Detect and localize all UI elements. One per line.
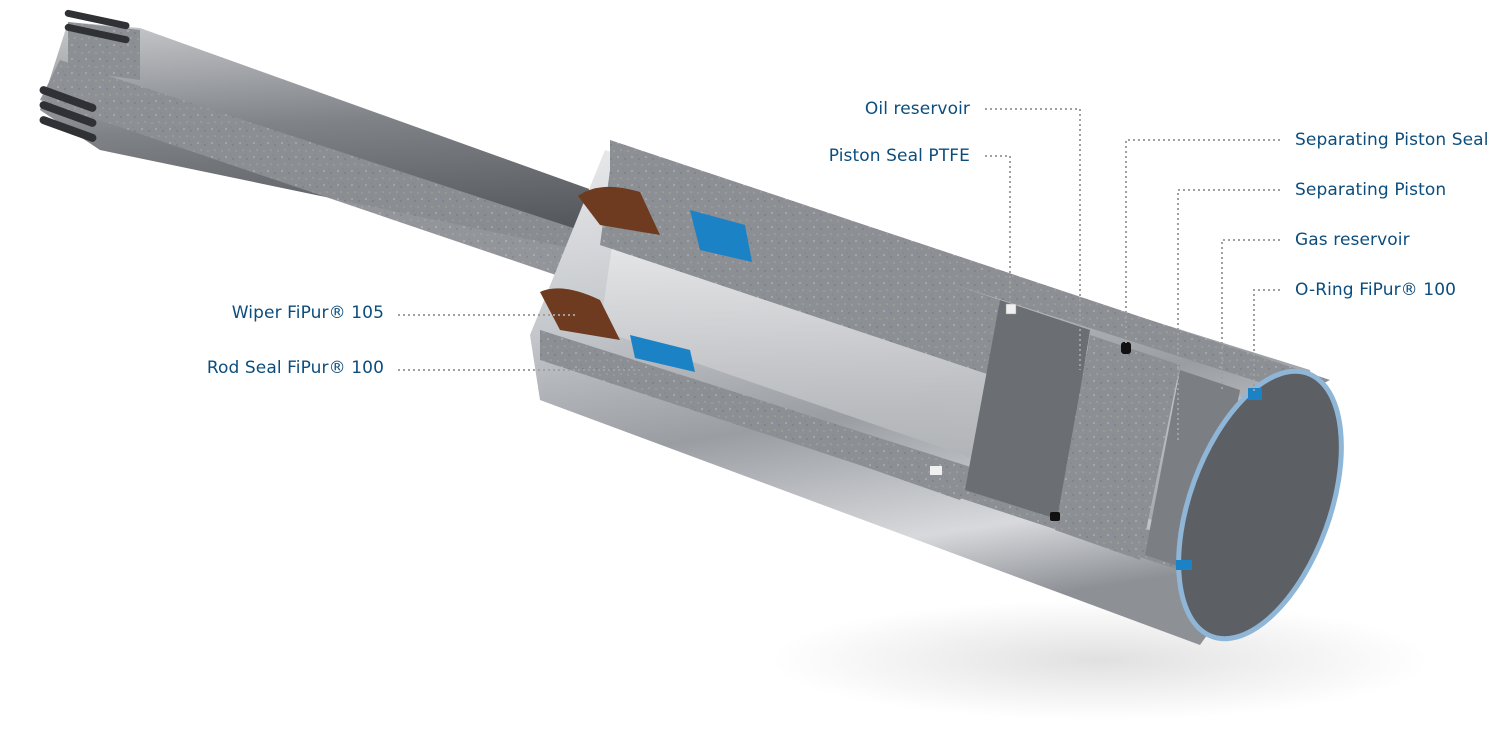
rod-seal-upper <box>690 210 752 262</box>
label-oil-reservoir: Oil reservoir <box>864 99 970 119</box>
separating-piston-seal-mark-lower <box>1050 512 1060 521</box>
leader-oil-reservoir <box>985 108 1081 370</box>
wiper-seal-upper <box>578 186 660 235</box>
piston-seal-ptfe-mark <box>1005 303 1017 315</box>
label-wiper: Wiper FiPur® 105 <box>231 303 384 323</box>
piston-seal-ptfe-mark-lower <box>930 466 942 475</box>
label-separating-piston-seal: Separating Piston Seal <box>1295 130 1489 150</box>
rod-thread <box>39 9 130 142</box>
leader-separating-piston-seal <box>1125 139 1280 344</box>
leader-separating-piston <box>1177 189 1280 440</box>
label-gas-reservoir: Gas reservoir <box>1295 230 1410 250</box>
label-piston-seal-ptfe: Piston Seal PTFE <box>828 146 970 166</box>
leader-lines <box>398 108 1280 440</box>
floor-shadow <box>770 600 1430 720</box>
o-ring-mark-lower <box>1176 560 1192 570</box>
cylinder-tube <box>530 140 1344 645</box>
wiper-seal-lower <box>540 288 620 340</box>
separating-piston-seal-mark <box>1121 342 1131 354</box>
o-ring-mark <box>1248 388 1262 400</box>
label-o-ring: O-Ring FiPur® 100 <box>1295 280 1457 300</box>
rod-seal-lower <box>630 335 695 372</box>
leader-o-ring <box>1253 289 1280 392</box>
leader-piston-seal-ptfe <box>985 155 1011 306</box>
label-separating-piston: Separating Piston <box>1295 180 1447 200</box>
label-rod-seal: Rod Seal FiPur® 100 <box>206 358 384 378</box>
piston-rod <box>39 9 620 290</box>
